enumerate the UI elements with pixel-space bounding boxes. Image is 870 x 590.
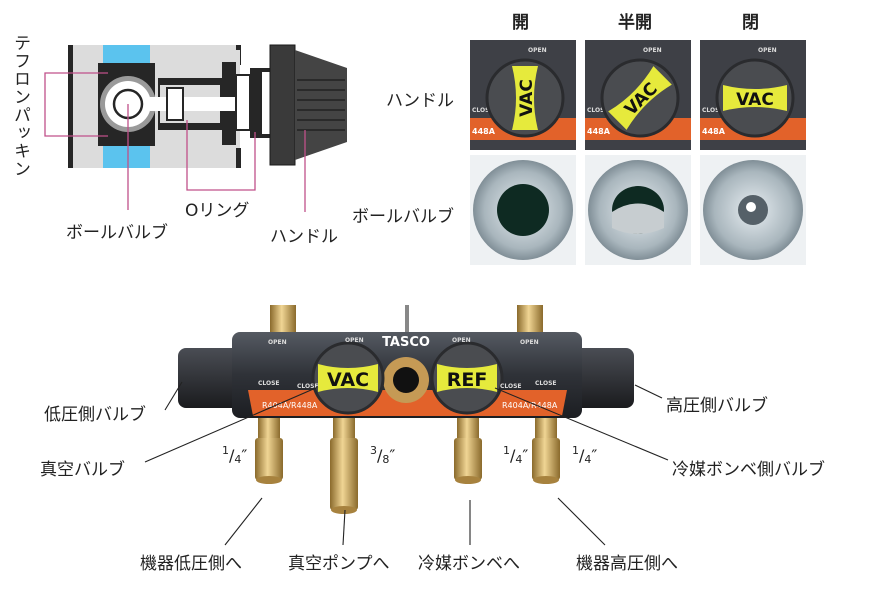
port-opening [455, 476, 481, 484]
port-size-2: 3/8″ [370, 444, 396, 466]
o-ring-label: Oリング [185, 201, 250, 221]
refrigerant-fragment: 448A [587, 127, 611, 136]
cross-section [44, 44, 347, 212]
knob-grip: VAC [512, 66, 538, 130]
bore-open [497, 184, 549, 236]
refrigerant-fragment: 448A [472, 127, 496, 136]
row-ball-valve-label: ボールバルブ [352, 207, 454, 227]
to-low-side-label: 機器低圧側へ [140, 554, 242, 574]
port-fitting [532, 438, 560, 480]
knob-label: VAC [736, 90, 774, 110]
port-neck [258, 418, 280, 438]
port-size-4: 1/4″ [572, 444, 598, 466]
high-side-valve-label: 高圧側バルブ [666, 396, 768, 416]
ball-highlight [746, 202, 756, 212]
port-size-1: 1/4″ [222, 444, 248, 466]
vacuum-valve-label: 真空バルブ [40, 460, 125, 480]
port-opening [331, 506, 357, 514]
to-high-side-label: 機器高圧側へ [576, 554, 678, 574]
state-photo-table: 448A OPEN CLOS VAC 448A OPEN CLOS VAC 448A OPEN CL… [470, 40, 806, 265]
port-opening [533, 476, 559, 484]
knob-grip-shape [608, 66, 672, 130]
brand-logo: TASCO [382, 335, 430, 350]
port-fitting [255, 438, 283, 480]
port-size-3: 1/4″ [503, 444, 529, 466]
port-fitting [330, 438, 358, 510]
scale-open: OPEN [528, 47, 547, 54]
column-open: 開 [512, 13, 529, 33]
port-neck [457, 418, 479, 438]
column-closed: 閉 [742, 13, 759, 33]
column-half-open: 半開 [618, 13, 652, 33]
knob-grip-shape [723, 85, 787, 111]
scale-close: CLOS [587, 107, 604, 114]
ball-valve-label: ボールバルブ [66, 223, 168, 243]
to-cylinder-label: 冷媒ボンベへ [418, 554, 520, 574]
row-handle-label: ハンドル [386, 91, 454, 111]
refrigerant-label-left: R404A/R448A [262, 401, 318, 410]
manifold-photo: VAC REF TASCO OPEN CLOSE OPEN CLOSE OPEN CLOS… [144, 305, 669, 546]
port-opening [256, 476, 282, 484]
refrigerant-fragment: 448A [702, 127, 726, 136]
port-neck [333, 418, 355, 438]
knob-grip-shape [512, 66, 538, 130]
scale-open: OPEN [758, 47, 777, 54]
scale-close: CLOS [702, 107, 719, 114]
knob-grip: VAC [723, 85, 787, 111]
scale-close: CLOSE [535, 380, 557, 387]
scale-close: CLOSE [258, 380, 280, 387]
ball-surface [612, 203, 664, 234]
scale-open: OPEN [452, 337, 471, 344]
scale-open: OPEN [643, 47, 662, 54]
cylinder-valve-label: 冷媒ボンベ側バルブ [672, 460, 825, 480]
port-fitting [454, 438, 482, 480]
scale-open: OPEN [345, 337, 364, 344]
scale-close: CLOS [472, 107, 489, 114]
to-vacuum-pump-label: 真空ポンプへ [288, 554, 390, 574]
teflon-packing-label: テフロンパッキン [10, 34, 30, 178]
handle-label: ハンドル [270, 227, 338, 247]
vac-knob-label: VAC [327, 369, 369, 391]
scale-close: CLOSE [297, 383, 319, 390]
low-side-valve-label: 低圧側バルブ [44, 405, 146, 425]
scale-open: OPEN [268, 339, 287, 346]
scale-close: CLOSE [500, 383, 522, 390]
knob-label: VAC [517, 79, 537, 117]
ref-knob-label: REF [447, 369, 488, 391]
refrigerant-label-right: R404A/R448A [502, 401, 558, 410]
port-neck [535, 418, 557, 438]
scale-open: OPEN [520, 339, 539, 346]
